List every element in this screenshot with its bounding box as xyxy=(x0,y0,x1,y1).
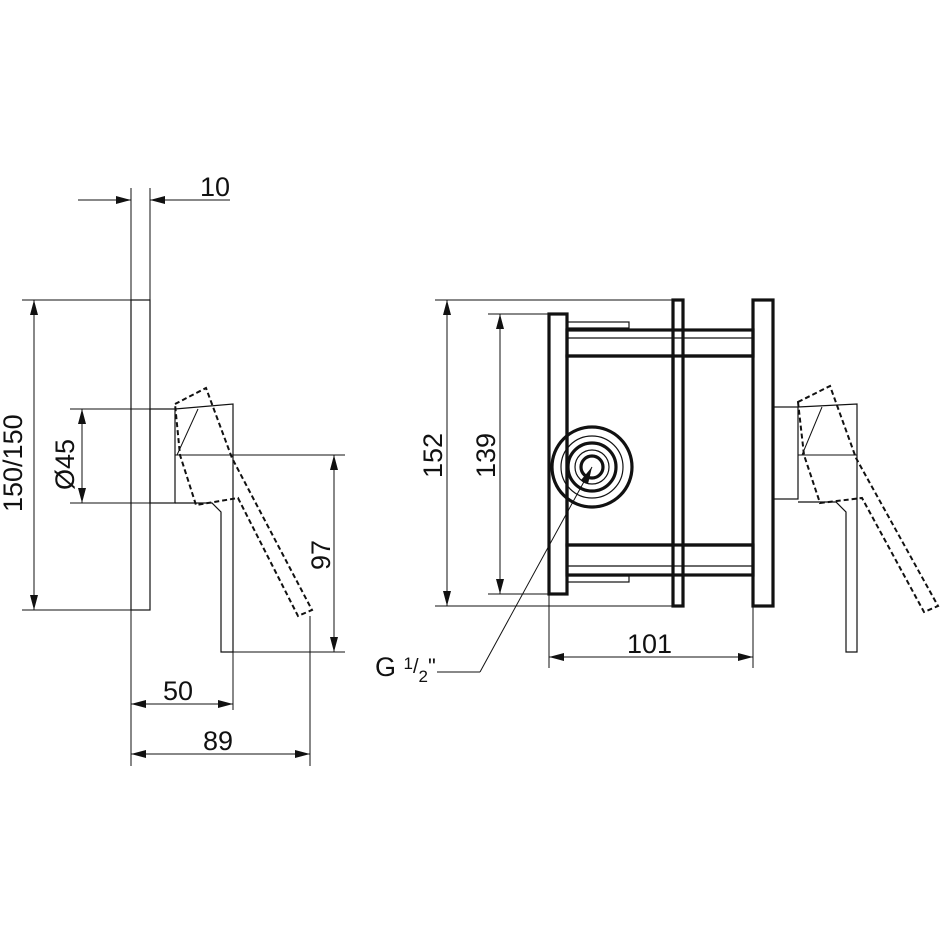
body-cylinder xyxy=(149,408,176,504)
lever-dashed xyxy=(173,386,314,618)
dim-label-diameter: Ø45 xyxy=(50,439,80,490)
lever-solid xyxy=(174,403,234,653)
dim-diameter: Ø45 xyxy=(50,408,175,504)
dim-inner-height: 139 xyxy=(471,313,549,595)
dim-projection: 50 xyxy=(131,676,233,708)
box-middle-frame xyxy=(671,298,685,608)
lever-hub-line xyxy=(176,408,199,456)
thread-fraction-den: 2 xyxy=(419,667,428,686)
thread-callout: G 1/2" xyxy=(375,466,593,686)
dim-total-depth: 89 xyxy=(131,726,310,758)
dim-label-10: 10 xyxy=(200,172,230,202)
dim-label-50: 50 xyxy=(163,676,193,706)
dim-label-89: 89 xyxy=(203,726,233,756)
box-mixer-lever xyxy=(797,403,858,653)
dim-plate-thickness: 10 xyxy=(78,172,230,300)
dim-box-depth: 101 xyxy=(548,594,754,668)
box-mixer-lever-dashed xyxy=(796,384,940,614)
box-view: 152 139 101 G 1/2" xyxy=(375,298,940,686)
dim-label-152: 152 xyxy=(418,433,448,478)
dim-lever-drop: 97 xyxy=(175,454,345,653)
dim-label-97: 97 xyxy=(306,540,336,570)
box-mixer-body xyxy=(772,406,799,500)
thread-label: G 1/2" xyxy=(375,652,436,686)
dim-box-height: 152 xyxy=(418,299,673,607)
inlet-connector xyxy=(550,425,634,509)
dim-label-150-150: 150/150 xyxy=(0,414,28,512)
wall-plate xyxy=(130,299,151,611)
cover-plate xyxy=(751,298,775,608)
dim-plate-size: 150/150 xyxy=(0,299,131,611)
thread-fraction-num: 1 xyxy=(404,654,413,673)
box-body xyxy=(565,354,675,547)
dim-label-139: 139 xyxy=(471,433,501,478)
dim-label-101: 101 xyxy=(627,629,672,659)
side-view: 10 150/150 Ø45 97 xyxy=(0,172,345,766)
